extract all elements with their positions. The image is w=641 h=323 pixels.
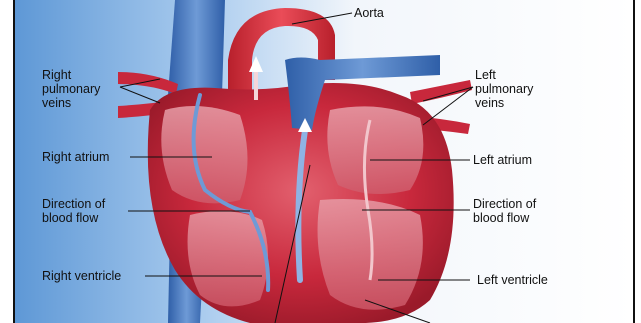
label-right-atrium: Right atrium <box>42 150 109 164</box>
label-left-ventricle: Left ventricle <box>477 273 548 287</box>
left-atrium-chamber <box>327 106 423 194</box>
label-direction-left: Direction of blood flow <box>42 197 105 225</box>
label-left-pulmonary-veins: Left pulmonary veins <box>475 68 533 110</box>
label-direction-right: Direction of blood flow <box>473 197 536 225</box>
superior-vena-cava <box>168 0 225 95</box>
frame-left-border <box>13 0 15 323</box>
label-left-atrium: Left atrium <box>473 153 532 167</box>
frame-right-border <box>633 0 635 323</box>
label-right-pulmonary-veins: Right pulmonary veins <box>42 68 100 110</box>
label-aorta: Aorta <box>354 6 384 20</box>
label-right-ventricle: Right ventricle <box>42 269 121 283</box>
